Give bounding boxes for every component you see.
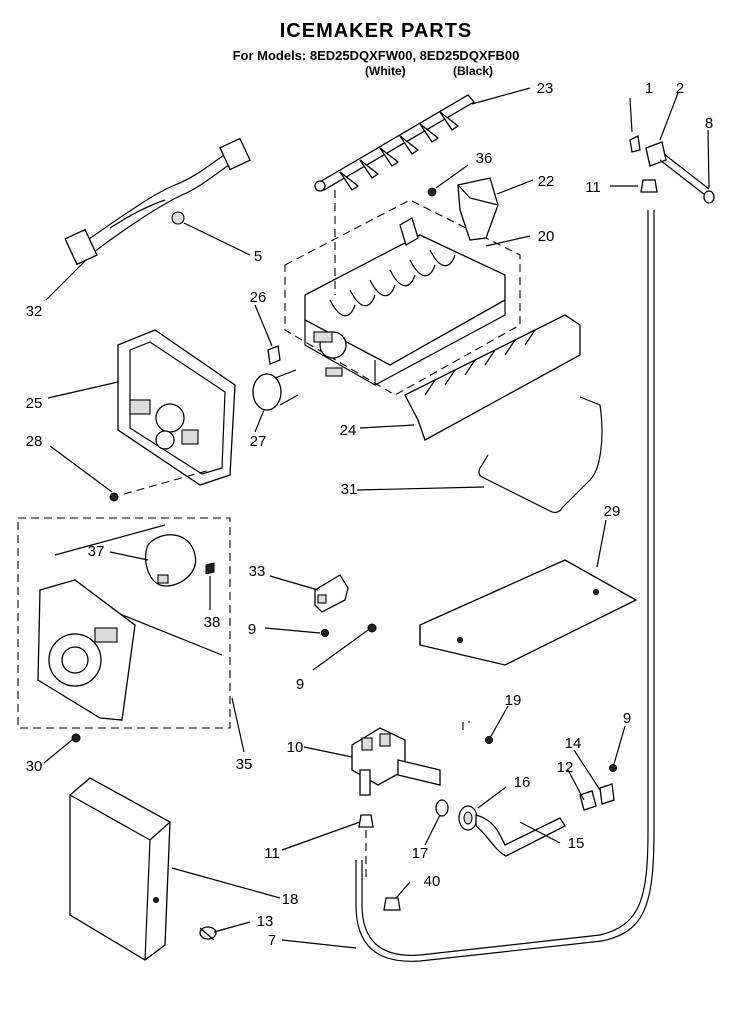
cover-18: [69, 777, 171, 961]
callout-23: 23: [537, 80, 554, 97]
callout-9-mid: 9: [296, 676, 304, 693]
water-valve: [351, 727, 441, 796]
callout-11-top: 11: [585, 179, 601, 196]
callout-9-left: 9: [248, 621, 256, 638]
callout-25: 25: [26, 395, 43, 412]
callout-28: 28: [26, 433, 43, 450]
washer-17: [435, 799, 449, 817]
nut-11: [358, 814, 374, 828]
callout-29: 29: [604, 503, 621, 520]
control-housing: [117, 329, 236, 486]
screw-38: [205, 562, 215, 575]
wire-harness: [64, 137, 251, 266]
screw-19: [485, 736, 493, 744]
callout-30: 30: [26, 758, 43, 775]
callout-20: 20: [538, 228, 555, 245]
callout-15: 15: [568, 835, 585, 852]
callout-13: 13: [257, 913, 274, 930]
fill-tube-15: [475, 814, 566, 857]
ejector-blades: [314, 94, 475, 192]
callout-31: 31: [341, 481, 358, 498]
variant-black-label: (Black): [453, 64, 494, 78]
bracket-33: [314, 574, 349, 613]
clamp-14: [599, 783, 615, 805]
nut-40: [383, 897, 401, 911]
callout-8: 8: [705, 115, 713, 132]
leader-lines: [43, 87, 710, 949]
models-line: For Models: 8ED25DQXFW00, 8ED25DQXFB00: [232, 48, 520, 63]
ice-mold-assembly: [284, 199, 521, 396]
callout-22: 22: [538, 173, 555, 190]
callout-1: 1: [645, 80, 653, 97]
water-line-7: [361, 210, 649, 956]
callout-33: 33: [249, 563, 266, 580]
callout-19: 19: [505, 692, 522, 709]
thermostat: [267, 345, 281, 365]
variant-white-label: (White): [365, 64, 406, 78]
motor-37: [145, 534, 197, 587]
screw-9c: [609, 764, 617, 772]
module-30: [37, 579, 136, 721]
module-group-box: [17, 517, 231, 729]
callout-12: 12: [557, 759, 574, 776]
screw-30: [71, 733, 81, 743]
callout-37: 37: [88, 543, 105, 560]
callout-11-bottom: 11: [264, 845, 280, 862]
screw-9a: [321, 629, 329, 637]
motor-plug: [252, 369, 299, 411]
callout-27: 27: [250, 433, 267, 450]
inlet-fitting: [629, 135, 715, 204]
screw-28: [109, 492, 119, 502]
page-title: ICEMAKER PARTS: [279, 20, 473, 42]
callout-17: 17: [412, 845, 429, 862]
shield-29: [419, 559, 638, 666]
callout-18: 18: [282, 891, 299, 908]
callout-35: 35: [236, 756, 253, 773]
callout-24: 24: [340, 422, 357, 439]
callout-14: 14: [565, 735, 582, 752]
stripper: [404, 314, 581, 441]
grommet-16: [458, 805, 478, 831]
callout-9-right: 9: [623, 710, 631, 727]
callout-26: 26: [250, 289, 267, 306]
screw-36: [427, 187, 437, 197]
part-12: [579, 790, 597, 811]
callouts: 1 2 8 11 23 36 22 20 5 32 26 25 27 28 24…: [26, 80, 714, 949]
callout-2: 2: [676, 80, 684, 97]
callout-16: 16: [514, 774, 531, 791]
callout-5: 5: [254, 248, 262, 265]
callout-32: 32: [26, 303, 43, 320]
callout-38: 38: [204, 614, 221, 631]
callout-40: 40: [424, 873, 441, 890]
plug-13: [199, 926, 217, 941]
callout-10: 10: [287, 739, 304, 756]
screw-9b: [367, 623, 377, 633]
shut-off-arm: [478, 396, 603, 514]
callout-36: 36: [476, 150, 493, 167]
callout-7: 7: [268, 932, 276, 949]
fill-cup: [457, 177, 499, 241]
